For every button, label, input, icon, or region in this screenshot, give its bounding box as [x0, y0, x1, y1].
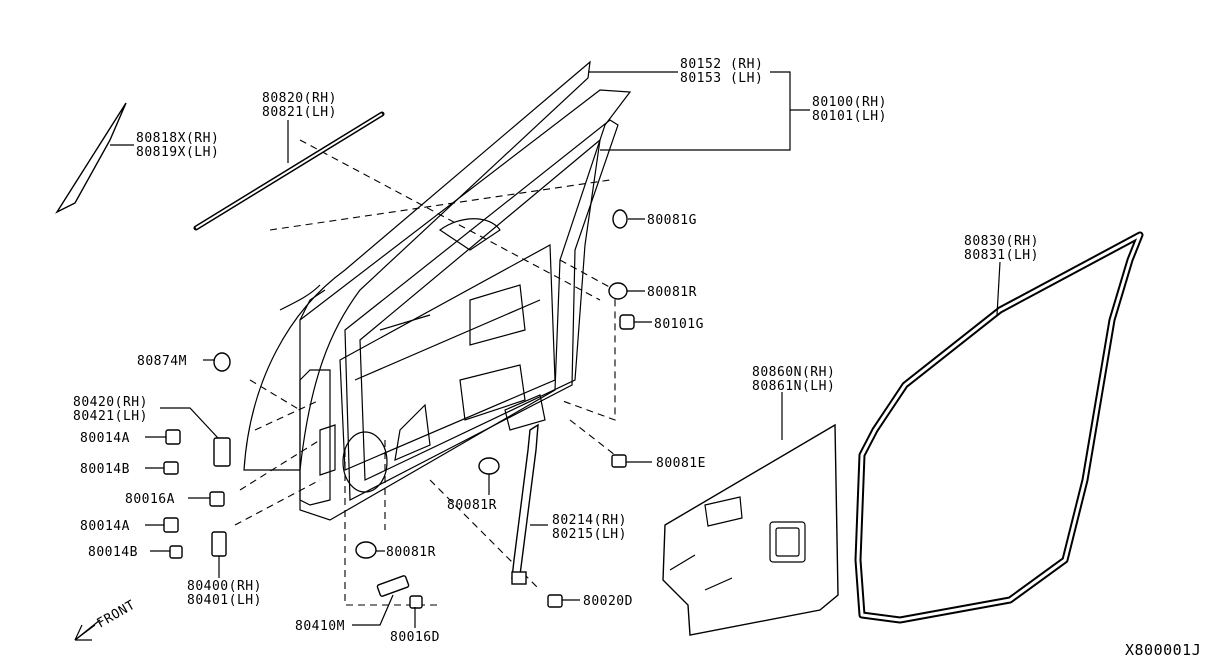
leader-lines: [110, 71, 1001, 628]
label-clip-101g: 80101G: [654, 317, 704, 332]
label-clip-81e: 80081E: [656, 456, 706, 471]
door-assembly-drawing: [243, 60, 632, 521]
front-arrow-icon: [74, 619, 101, 641]
check-link-part: [511, 423, 539, 585]
label-plug-r-bottom: 80081R: [386, 545, 436, 560]
label-lower-hinge-rh: 80400(RH): [187, 579, 262, 594]
weatherstrip-part: [854, 231, 1144, 624]
label-upper-hinge-lh: 80421(LH): [73, 409, 148, 424]
label-lower-hinge-lh: 80401(LH): [187, 593, 262, 608]
outer-moulding-part: [193, 111, 385, 231]
label-plug-r-top: 80081R: [647, 285, 697, 300]
label-weatherstrip-rh: 80830(RH): [964, 234, 1039, 249]
label-outer-moulding-rh: 80820(RH): [262, 91, 337, 106]
label-door-assy-lh: 80101(LH): [812, 109, 887, 124]
sealing-screen-part: [662, 423, 839, 636]
label-bolt-20d: 80020D: [583, 594, 633, 609]
label-sealing-screen-lh: 80861N(LH): [752, 379, 835, 394]
label-grommet-g: 80081G: [647, 213, 697, 228]
label-bolt-14b-bottom: 80014B: [88, 545, 138, 560]
label-weatherstrip-lh: 80831(LH): [964, 248, 1039, 263]
label-bolt-14b-top: 80014B: [80, 462, 130, 477]
label-bolt-16d: 80016D: [390, 630, 440, 645]
label-bolt-14a-bottom: 80014A: [80, 519, 130, 534]
label-sealing-screen-rh: 80860N(RH): [752, 365, 835, 380]
label-front: FRONT: [95, 598, 139, 632]
figure-id: X800001J: [1125, 641, 1201, 659]
label-door-assy-rh: 80100(RH): [812, 95, 887, 110]
label-window-channel-rh: 80152 (RH): [680, 57, 763, 72]
label-outer-moulding-lh: 80821(LH): [262, 105, 337, 120]
label-check-bolt: 80410M: [295, 619, 345, 634]
label-window-channel-lh: 80153 (LH): [680, 71, 763, 86]
dashed-guides: [234, 139, 616, 606]
label-sash-tape-rh: 80818X(RH): [136, 131, 219, 146]
label-check-link-lh: 80215(LH): [552, 527, 627, 542]
label-bolt-16a: 80016A: [125, 492, 175, 507]
label-seal-plug: 80874M: [137, 354, 187, 369]
label-upper-hinge-rh: 80420(RH): [73, 395, 148, 410]
label-plug-r-mid: 80081R: [447, 498, 497, 513]
sash-tape-part: [55, 102, 127, 214]
label-bolt-14a-top: 80014A: [80, 431, 130, 446]
label-sash-tape-lh: 80819X(LH): [136, 145, 219, 160]
label-check-link-rh: 80214(RH): [552, 513, 627, 528]
